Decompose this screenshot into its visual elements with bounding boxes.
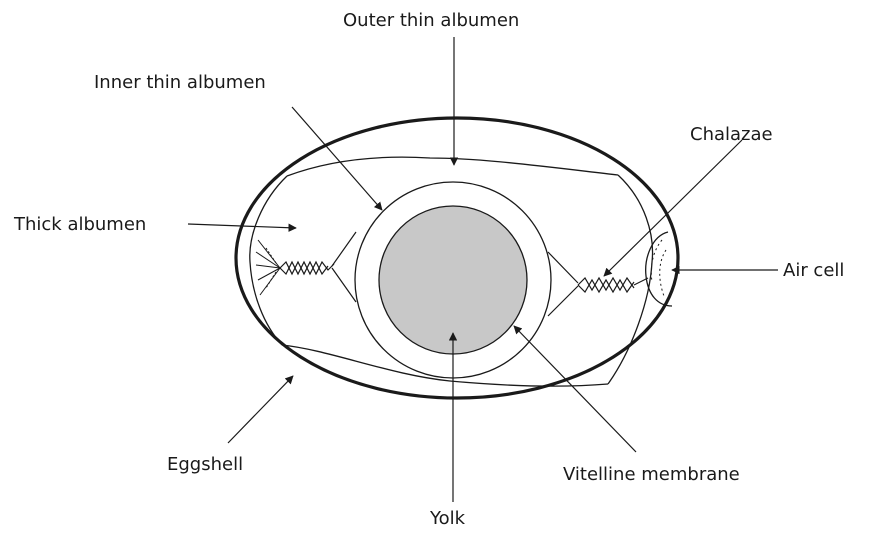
label-vitelline-membrane: Vitelline membrane <box>563 464 740 485</box>
air-cell-shape <box>646 232 672 306</box>
label-outer-thin-albumen: Outer thin albumen <box>343 10 519 31</box>
label-chalazae: Chalazae <box>690 124 773 145</box>
yolk <box>379 206 527 354</box>
label-yolk: Yolk <box>429 508 466 529</box>
left-chalaza-fan <box>256 240 280 295</box>
arrow-chalazae <box>604 140 742 276</box>
arrow-eggshell <box>228 376 293 443</box>
left-chalaza-attachment <box>332 232 356 302</box>
label-inner-thin-albumen: Inner thin albumen <box>94 72 266 93</box>
label-air-cell: Air cell <box>783 260 844 281</box>
label-eggshell: Eggshell <box>167 454 243 475</box>
label-thick-albumen: Thick albumen <box>13 214 146 235</box>
right-chalaza-attachment <box>548 252 578 316</box>
thick-albumen-boundary-top <box>287 157 618 176</box>
